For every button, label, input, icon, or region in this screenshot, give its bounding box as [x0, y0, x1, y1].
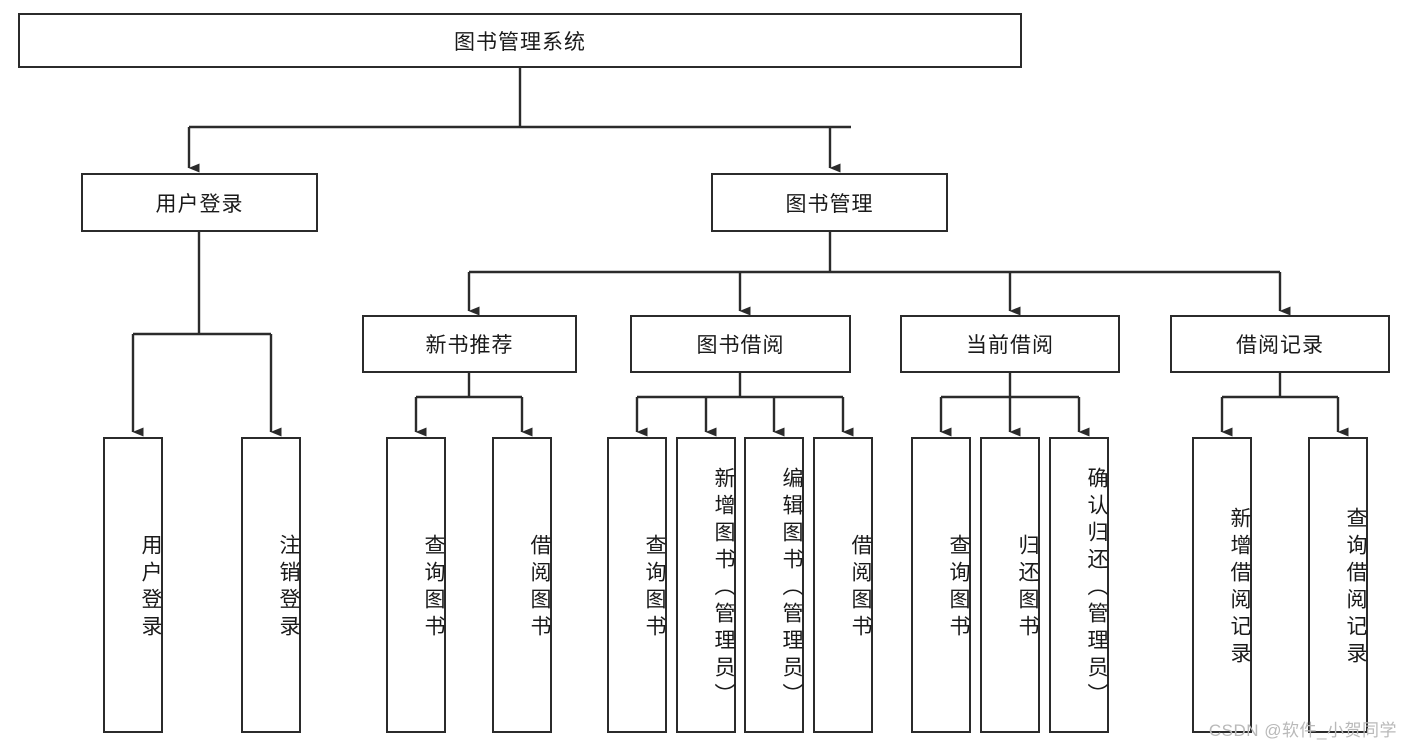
leaf-current-return-book[interactable]: 归还图书	[980, 437, 1040, 733]
leaf-record-add-record-label: 新增借阅记录	[1228, 507, 1251, 669]
leaf-record-query-record-label: 查询借阅记录	[1344, 507, 1367, 669]
node-current-borrow-label: 当前借阅	[966, 334, 1054, 357]
leaf-borrow-borrow-book-label: 借阅图书	[849, 534, 872, 642]
leaf-current-query-book[interactable]: 查询图书	[911, 437, 971, 733]
node-user-login[interactable]: 用户登录	[81, 173, 318, 232]
leaf-borrow-borrow-book[interactable]: 借阅图书	[813, 437, 873, 733]
node-new-book-recommend[interactable]: 新书推荐	[362, 315, 577, 373]
leaf-user-login-login[interactable]: 用户登录	[103, 437, 163, 733]
leaf-borrow-edit-book-admin-label: 编辑图书（管理员）	[780, 466, 803, 710]
leaf-new-book-borrow-label: 借阅图书	[528, 534, 551, 642]
node-book-management[interactable]: 图书管理	[711, 173, 948, 232]
leaf-borrow-add-book-admin-label: 新增图书（管理员）	[712, 466, 735, 710]
node-book-management-label: 图书管理	[785, 192, 874, 216]
leaf-new-book-query-label: 查询图书	[422, 534, 445, 642]
leaf-user-login-logout-label: 注销登录	[277, 534, 300, 642]
node-borrow-record[interactable]: 借阅记录	[1170, 315, 1390, 373]
node-root-system-label: 图书管理系统	[454, 30, 586, 54]
leaf-record-query-record[interactable]: 查询借阅记录	[1308, 437, 1368, 733]
leaf-borrow-edit-book-admin[interactable]: 编辑图书（管理员）	[744, 437, 804, 733]
leaf-current-confirm-return-admin-label: 确认归还（管理员）	[1085, 466, 1108, 710]
leaf-current-return-book-label: 归还图书	[1016, 534, 1039, 642]
leaf-user-login-logout[interactable]: 注销登录	[241, 437, 301, 733]
csdn-watermark: CSDN @软件_小贺同学	[1208, 721, 1397, 740]
node-user-login-label: 用户登录	[155, 192, 244, 216]
leaf-user-login-login-label: 用户登录	[139, 534, 162, 642]
leaf-current-query-book-label: 查询图书	[947, 534, 970, 642]
leaf-borrow-query-book-label: 查询图书	[643, 534, 666, 642]
leaf-borrow-add-book-admin[interactable]: 新增图书（管理员）	[676, 437, 736, 733]
leaf-record-add-record[interactable]: 新增借阅记录	[1192, 437, 1252, 733]
node-root-system[interactable]: 图书管理系统	[18, 13, 1022, 68]
leaf-current-confirm-return-admin[interactable]: 确认归还（管理员）	[1049, 437, 1109, 733]
node-borrow-record-label: 借阅记录	[1236, 334, 1324, 357]
leaf-new-book-query[interactable]: 查询图书	[386, 437, 446, 733]
node-book-borrow[interactable]: 图书借阅	[630, 315, 851, 373]
leaf-new-book-borrow[interactable]: 借阅图书	[492, 437, 552, 733]
node-new-book-recommend-label: 新书推荐	[425, 334, 514, 357]
node-book-borrow-label: 图书借阅	[696, 334, 785, 357]
node-current-borrow[interactable]: 当前借阅	[900, 315, 1120, 373]
leaf-borrow-query-book[interactable]: 查询图书	[607, 437, 667, 733]
